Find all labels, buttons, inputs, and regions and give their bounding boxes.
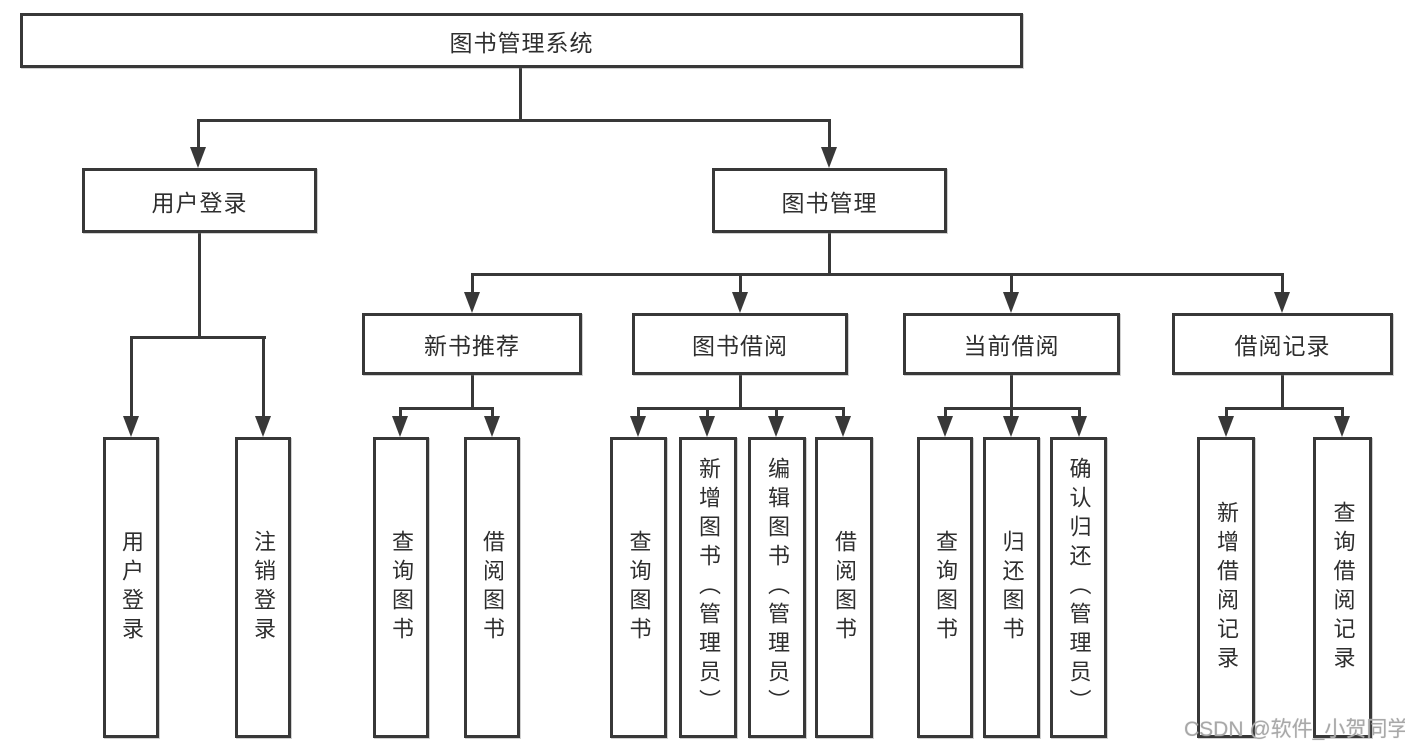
connector-line xyxy=(130,336,133,418)
node-label: 注销登录 xyxy=(251,529,276,646)
connector-line xyxy=(1078,407,1081,418)
node-label: 借阅记录 xyxy=(1234,333,1331,359)
leaf-borrow-edit-book-admin: 编辑图书（管理员） xyxy=(748,437,806,738)
arrow-down-icon xyxy=(392,416,408,437)
connector-line xyxy=(471,273,1284,276)
connector-line xyxy=(637,407,640,418)
arrow-down-icon xyxy=(1334,416,1350,437)
arrow-down-icon xyxy=(255,416,271,437)
node-label: 用户登录 xyxy=(119,529,144,646)
connector-line xyxy=(842,407,845,418)
connector-line xyxy=(399,407,402,418)
connector-line xyxy=(471,375,474,410)
node-label: 用户登录 xyxy=(151,189,248,216)
arrow-down-icon xyxy=(699,416,715,437)
node-label: 新增图书（管理员） xyxy=(696,457,721,718)
connector-line xyxy=(828,233,831,276)
leaf-records-add-record: 新增借阅记录 xyxy=(1197,437,1255,738)
leaf-recommend-query-book: 查询图书 xyxy=(373,437,429,738)
leaf-current-return-book: 归还图书 xyxy=(983,437,1040,738)
connector-line xyxy=(1281,273,1284,294)
node-label: 图书管理 xyxy=(781,189,878,216)
connector-line xyxy=(1281,374,1284,410)
leaf-current-confirm-return-admin: 确认归还（管理员） xyxy=(1050,437,1107,738)
leaf-recommend-borrow-book: 借阅图书 xyxy=(464,437,520,738)
connector-line xyxy=(944,407,947,418)
connector-line xyxy=(1225,407,1228,418)
arrow-down-icon xyxy=(1274,292,1290,313)
node-label: 新增借阅记录 xyxy=(1214,500,1239,675)
node-label: 借阅图书 xyxy=(832,529,857,646)
connector-line xyxy=(262,336,265,418)
arrow-down-icon xyxy=(768,416,784,437)
arrow-down-icon xyxy=(835,416,851,437)
node-label: 当前借阅 xyxy=(963,333,1060,359)
leaf-borrow-query-book: 查询图书 xyxy=(610,437,667,738)
connector-line xyxy=(775,407,778,418)
node-borrow-records: 借阅记录 xyxy=(1172,313,1393,375)
node-label: 确认归还（管理员） xyxy=(1066,457,1092,718)
arrow-down-icon xyxy=(190,147,206,168)
leaf-user-login: 用户登录 xyxy=(103,437,159,738)
connector-line xyxy=(1010,375,1013,410)
connector-line xyxy=(198,233,201,339)
node-book-management: 图书管理 xyxy=(712,168,947,233)
node-label: 借阅图书 xyxy=(480,529,505,646)
node-new-book-recommend: 新书推荐 xyxy=(362,313,582,375)
node-label: 查询图书 xyxy=(933,529,958,646)
leaf-logout: 注销登录 xyxy=(235,437,291,738)
connector-line xyxy=(1010,407,1013,418)
arrow-down-icon xyxy=(937,416,953,437)
arrow-down-icon xyxy=(630,416,646,437)
connector-line xyxy=(197,119,831,122)
node-label: 查询图书 xyxy=(626,529,652,646)
connector-line xyxy=(471,273,474,294)
node-current-borrow: 当前借阅 xyxy=(903,313,1120,375)
connector-line xyxy=(197,119,200,150)
node-label: 编辑图书（管理员） xyxy=(765,457,790,718)
leaf-borrow-add-book-admin: 新增图书（管理员） xyxy=(679,437,737,738)
arrow-down-icon xyxy=(1071,416,1087,437)
node-label: 查询借阅记录 xyxy=(1330,500,1356,675)
node-root: 图书管理系统 xyxy=(20,13,1023,68)
arrow-down-icon xyxy=(464,292,480,313)
node-book-borrow: 图书借阅 xyxy=(632,313,848,375)
leaf-borrow-borrow-book: 借阅图书 xyxy=(815,437,873,738)
watermark: CSDN @软件_小贺同学 xyxy=(1184,718,1405,741)
node-label: 新书推荐 xyxy=(424,333,520,359)
connector-line xyxy=(637,407,845,410)
node-label: 图书借阅 xyxy=(692,333,788,359)
node-label: 归还图书 xyxy=(999,529,1025,646)
node-user-login: 用户登录 xyxy=(82,168,317,233)
connector-line xyxy=(491,407,494,418)
arrow-down-icon xyxy=(1218,416,1234,437)
arrow-down-icon xyxy=(1003,292,1019,313)
connector-line xyxy=(1225,407,1344,410)
connector-line xyxy=(739,375,742,410)
connector-line xyxy=(1341,407,1344,418)
arrow-down-icon xyxy=(123,416,139,437)
node-label: 查询图书 xyxy=(389,529,414,646)
connector-line xyxy=(399,407,494,410)
connector-line xyxy=(519,68,522,122)
arrow-down-icon xyxy=(1003,416,1019,437)
node-label: 图书管理系统 xyxy=(449,29,594,56)
connector-line xyxy=(1010,273,1013,294)
leaf-current-query-book: 查询图书 xyxy=(917,437,973,738)
arrow-down-icon xyxy=(821,147,837,168)
connector-line xyxy=(828,119,831,150)
connector-line xyxy=(130,336,266,339)
leaf-records-query-record: 查询借阅记录 xyxy=(1313,437,1372,738)
connector-line xyxy=(739,273,742,294)
arrow-down-icon xyxy=(484,416,500,437)
arrow-down-icon xyxy=(732,292,748,313)
connector-line xyxy=(706,407,709,418)
